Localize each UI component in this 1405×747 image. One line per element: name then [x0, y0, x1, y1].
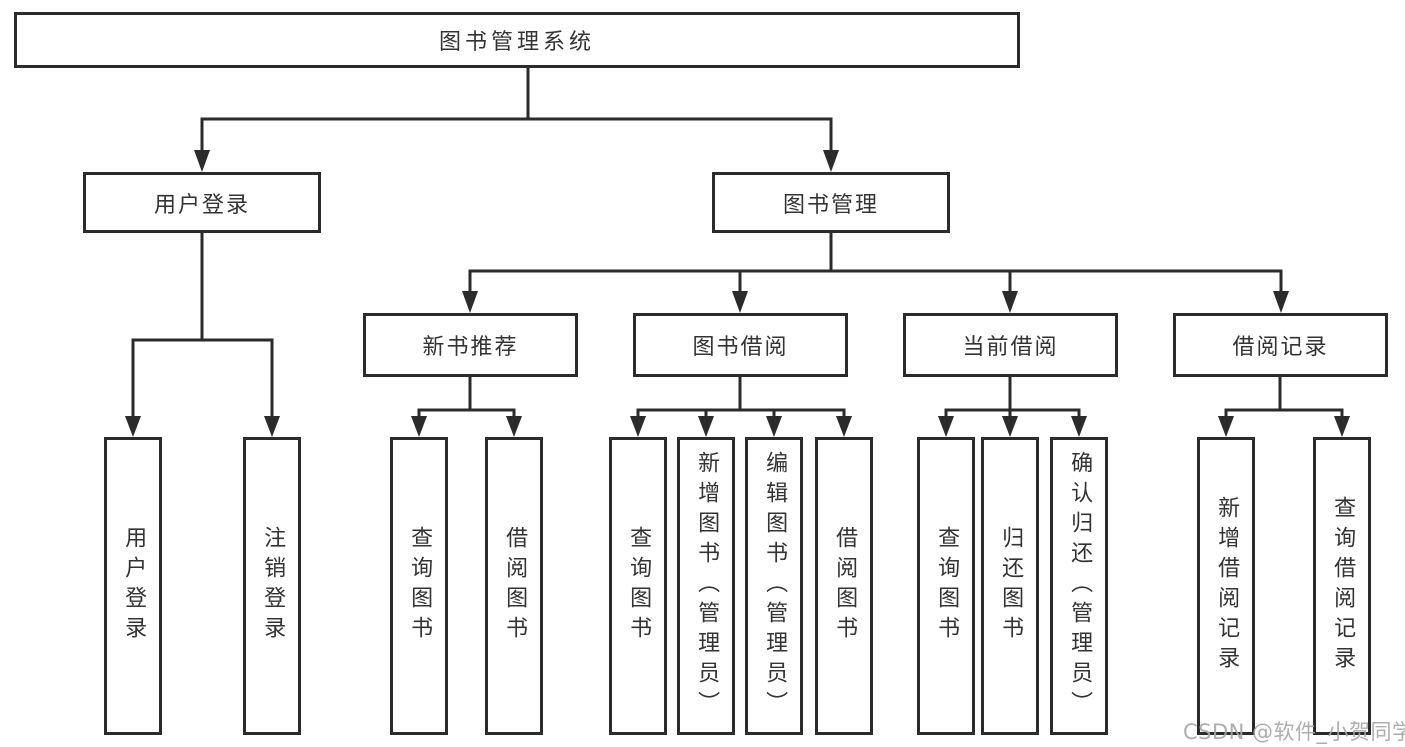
connector-borrow-records-to-leaves	[1218, 375, 1350, 437]
leaf-label: 借阅图书	[502, 526, 528, 646]
connector-root-to-level2	[194, 68, 839, 172]
node-library-management-system: 图书管理系统	[14, 12, 1020, 68]
node-borrowing-records: 借阅记录	[1173, 313, 1388, 377]
node-new-book-recommendation: 新书推荐	[363, 313, 578, 377]
leaf-label: 编辑图书（管理员）	[762, 451, 788, 721]
leaf-logout: 注销登录	[243, 437, 301, 735]
leaf-label: 查询图书	[934, 526, 960, 646]
leaf-return-books: 归还图书	[981, 437, 1039, 735]
leaf-label: 确认归还（管理员）	[1067, 451, 1093, 721]
leaf-add-borrow-record: 新增借阅记录	[1197, 437, 1255, 735]
connector-user-login-to-leaves	[125, 230, 280, 437]
node-book-management: 图书管理	[712, 172, 950, 233]
leaf-label: 查询图书	[407, 526, 433, 646]
leaf-label: 新增图书（管理员）	[694, 451, 720, 721]
csdn-watermark: CSDN @软件_小贺同学	[1183, 720, 1405, 744]
leaf-label: 注销登录	[260, 526, 286, 646]
leaf-user-login: 用户登录	[104, 437, 162, 735]
leaf-borrow-books: 借阅图书	[815, 437, 873, 735]
leaf-borrow-books-recommend: 借阅图书	[485, 437, 543, 735]
leaf-query-books-borrow: 查询图书	[609, 437, 667, 735]
connector-current-borrow-to-leaves	[938, 375, 1087, 437]
leaf-query-books-current: 查询图书	[917, 437, 975, 735]
leaf-add-books-admin: 新增图书（管理员）	[677, 437, 735, 735]
leaf-query-books-recommend: 查询图书	[390, 437, 448, 735]
leaf-label: 查询图书	[626, 526, 652, 646]
connector-book-management-to-level3	[462, 230, 1289, 313]
node-book-borrowing: 图书借阅	[633, 313, 848, 377]
leaf-query-borrow-record: 查询借阅记录	[1313, 437, 1371, 735]
connector-new-book-recommend-to-leaves	[411, 375, 522, 437]
leaf-label: 用户登录	[121, 526, 147, 646]
connector-book-borrow-to-leaves	[630, 375, 852, 437]
node-current-borrowing: 当前借阅	[903, 313, 1118, 377]
leaf-label: 归还图书	[998, 526, 1024, 646]
leaf-label: 新增借阅记录	[1214, 496, 1240, 676]
leaf-label: 查询借阅记录	[1330, 496, 1356, 676]
leaf-label: 借阅图书	[832, 526, 858, 646]
leaf-edit-books-admin: 编辑图书（管理员）	[745, 437, 803, 735]
leaf-confirm-return-admin: 确认归还（管理员）	[1050, 437, 1108, 735]
node-user-login: 用户登录	[83, 172, 321, 233]
